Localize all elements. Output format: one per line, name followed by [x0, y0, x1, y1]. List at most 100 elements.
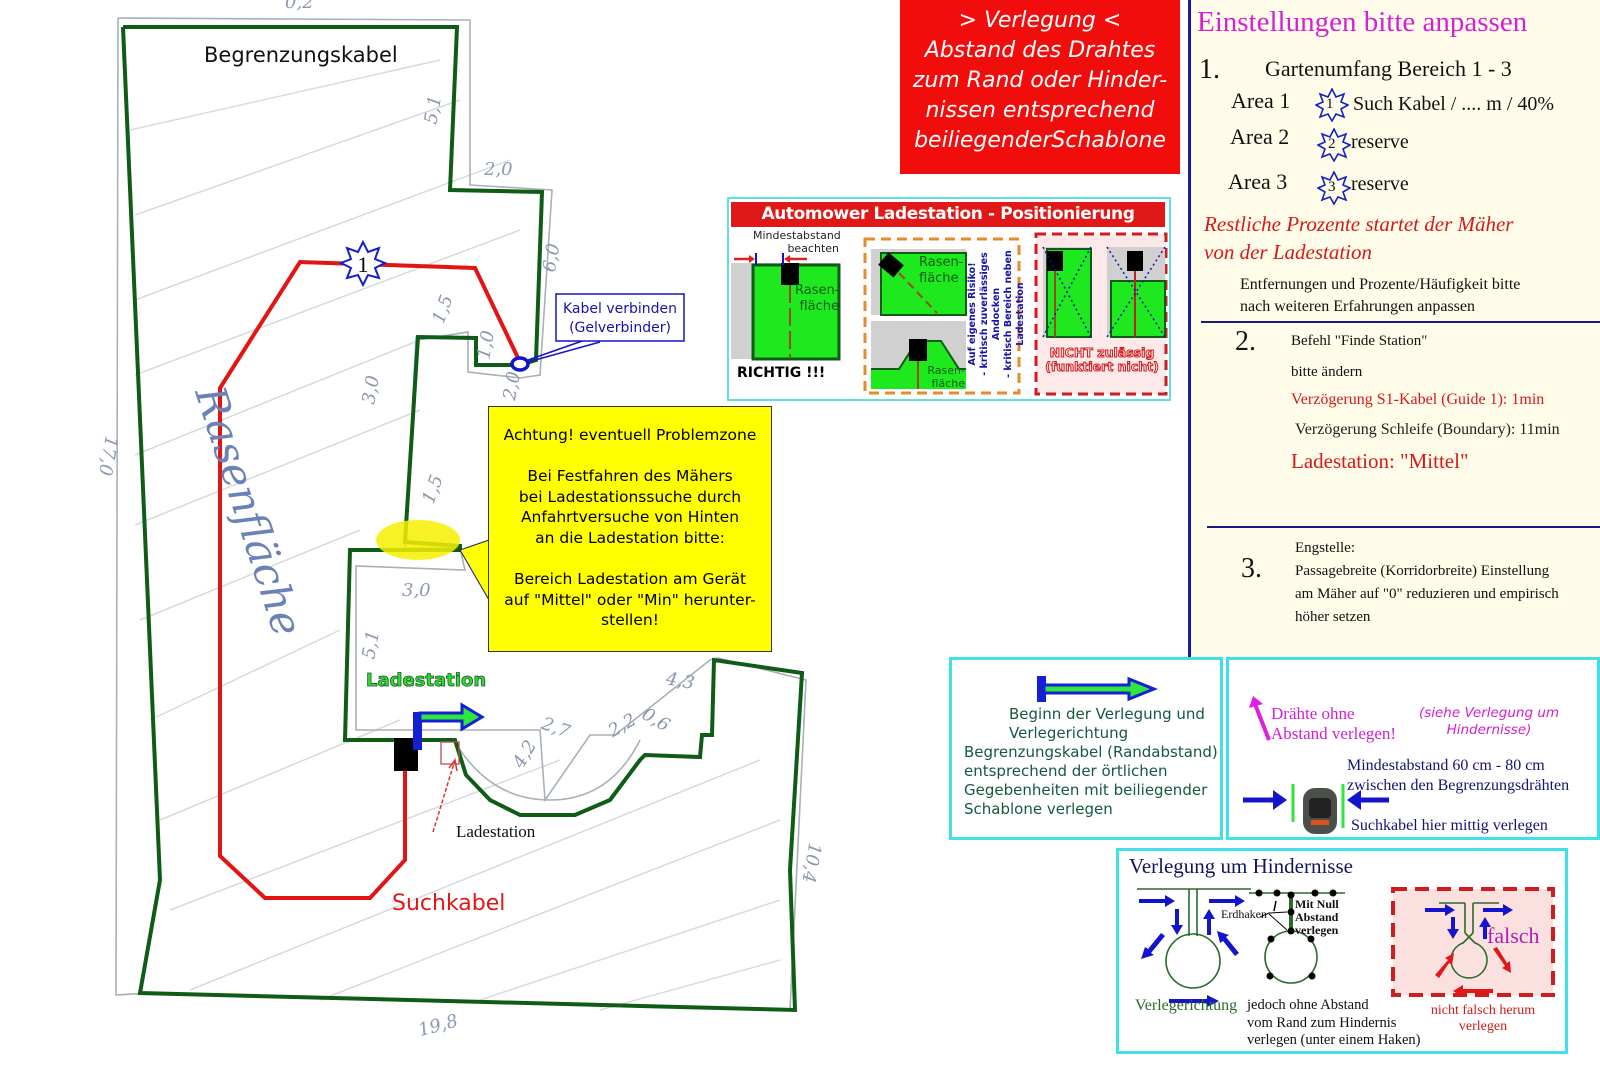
lawn-label-line1: Rasen-	[919, 255, 964, 270]
risk-line1: Auf eigenes Risiko!	[967, 262, 978, 366]
area-2-label: Area 2	[1230, 124, 1290, 149]
area-3-star-number: 3	[1328, 179, 1336, 195]
note-line: Anfahrtversuche von Hinten	[520, 508, 740, 527]
area-1-star-number: 1	[1326, 96, 1334, 112]
area-3-label: Area 3	[1228, 169, 1288, 194]
adjust-note-line1: Entfernungen und Prozente/Häufigkeit bit…	[1240, 276, 1521, 293]
svg-text:2,0: 2,0	[483, 159, 513, 180]
min-distance-line1: Mindestabstand	[753, 229, 841, 242]
red-box-line: beiliegenderSchablone	[914, 128, 1166, 153]
boundary-wire-label: Begrenzungskabel	[204, 43, 398, 67]
positioning-title: Automower Ladestation - Positionierung	[731, 202, 1165, 227]
svg-text:0,6: 0,6	[638, 704, 673, 737]
remaining-percent-line2: von der Ladestation	[1204, 240, 1372, 264]
red-box-line: > Verlegung <	[958, 8, 1122, 33]
without-gap-line1: jedoch ohne Abstand	[1247, 997, 1369, 1013]
obstacle-legend-title: Verlegung um Hindernisse	[1129, 854, 1353, 878]
lawn-handwritten-label: Rasenfläche	[185, 379, 312, 642]
remaining-percent-line1: Restliche Prozente startet der Mäher	[1204, 212, 1514, 236]
zero-distance-line3: verlegen	[1295, 923, 1339, 937]
section-divider	[1207, 526, 1600, 528]
area-1-star-icon	[1315, 88, 1349, 122]
note-line: an die Ladestation bitte:	[535, 528, 725, 547]
area-1-star-number: 1	[358, 252, 369, 277]
wrong-direction-line1: nicht falsch herum	[1430, 1003, 1536, 1018]
svg-text:19,8: 19,8	[416, 1010, 460, 1041]
lawn-label-line1: Rasen-	[795, 283, 840, 298]
without-gap-line3: verlegen (unter einem Haken)	[1247, 1032, 1421, 1048]
svg-text:2,7: 2,7	[538, 713, 574, 743]
note-line: Bereich Ladestation am Gerät	[513, 570, 747, 589]
area-3-text: reserve	[1351, 173, 1409, 195]
zero-distance-line1: Mit Null	[1295, 897, 1339, 911]
magenta-arrow-icon	[1249, 696, 1271, 741]
guide-wire	[218, 259, 522, 900]
guide-wire-label: Suchkabel	[392, 891, 505, 916]
zero-distance-line2: Abstand	[1295, 910, 1339, 924]
boundary-delay-setting: Verzögerung Schleife (Boundary): 11min	[1295, 421, 1560, 438]
svg-text:3,0: 3,0	[358, 374, 384, 406]
area-1-star-icon	[338, 239, 388, 288]
hooks-label: Erdhaken	[1221, 907, 1267, 921]
svg-text:0,2: 0,2	[285, 0, 314, 13]
see-obstacles-line2: Hindernisse)	[1446, 722, 1532, 738]
connector-pointer	[527, 339, 586, 361]
problem-zone-hotspot	[376, 520, 460, 560]
guide-delay-setting: Verzögerung S1-Kabel (Guide 1): 1min	[1291, 391, 1545, 408]
risk-line2: - kritisch zuverlässiges Andocken	[979, 252, 1002, 376]
note-line: stellen!	[601, 611, 659, 630]
min-distance-line2: zwischen den Begrenzungsdrähten	[1347, 777, 1570, 794]
area-2-star-icon	[1317, 128, 1351, 162]
svg-text:5,1: 5,1	[358, 629, 384, 661]
guide-center-label: Suchkabel hier mittig verlegen	[1351, 817, 1548, 834]
narrow-passage-line3: am Mäher auf "0" reduzieren und empirisc…	[1295, 586, 1559, 602]
svg-text:4,2: 4,2	[508, 737, 541, 773]
wires-no-gap-line1: Drähte ohne	[1271, 704, 1355, 723]
settings-title: Einstellungen bitte anpassen	[1197, 6, 1528, 38]
note-line	[489, 446, 771, 467]
svg-text:3,0: 3,0	[402, 580, 431, 601]
svg-text:2,0: 2,0	[499, 370, 525, 403]
svg-text:2,2: 2,2	[604, 709, 640, 742]
correct-label: RICHTIG !!!	[737, 365, 826, 381]
station-arrow	[432, 759, 456, 833]
lawn-label-line2: fläche	[931, 377, 965, 390]
narrow-passage-line4: höher setzen	[1295, 609, 1371, 625]
find-station-line2: bitte ändern	[1291, 364, 1363, 380]
area-2-star-number: 2	[1328, 136, 1336, 152]
section-1-number: 1.	[1199, 54, 1220, 85]
svg-text:5,1: 5,1	[421, 94, 447, 126]
station-setting: Ladestation: "Mittel"	[1291, 449, 1469, 473]
red-box-line: nissen entsprechend	[925, 98, 1155, 123]
legend-start-line: entsprechend der örtlichen	[964, 762, 1168, 780]
legend-start-line: Beginn der Verlegung und	[1009, 705, 1205, 723]
connector-circle	[510, 356, 530, 372]
station-green-label: Ladestation	[366, 670, 486, 691]
legend-start-line: Schablone verlegen	[964, 800, 1113, 818]
svg-text:1,5: 1,5	[418, 472, 448, 506]
pencil-outline	[115, 17, 807, 1011]
area-1-label: Area 1	[1231, 88, 1291, 113]
note-line: auf "Mittel" oder "Min" herunter-	[504, 590, 756, 609]
legend-start-line: Begrenzungskabel (Randabstand)	[964, 743, 1218, 761]
lawn-label-line2: fläche	[919, 271, 959, 286]
legend-start-line: Gegebenheiten mit beiliegender	[964, 781, 1208, 799]
min-distance-line2: beachten	[787, 242, 839, 255]
problem-zone-note: Achtung! eventuell Problemzone Bei Festf…	[488, 406, 772, 652]
min-distance-line1: Mindestabstand 60 cm - 80 cm	[1347, 757, 1545, 774]
settings-panel: Einstellungen bitte anpassen 1. Gartenum…	[1188, 0, 1600, 658]
section-1-heading: Gartenumfang Bereich 1 - 3	[1265, 56, 1512, 81]
find-station-line1: Befehl "Finde Station"	[1291, 333, 1428, 349]
wrong-label: falsch	[1487, 923, 1540, 948]
note-line: bei Ladestationssuche durch	[518, 487, 742, 506]
adjust-note-line2: nach weiteren Erfahrungen anpassen	[1240, 298, 1475, 315]
positioning-illustrations	[731, 232, 1168, 396]
lawn-label-line2: fläche	[799, 299, 839, 314]
connector-label-line2: (Gelverbinder)	[569, 320, 671, 336]
connector-label-line1: Kabel verbinden	[563, 301, 677, 317]
connector-label-box	[555, 293, 685, 342]
start-direction-legend: Beginn der Verlegung und Verlegerichtung…	[949, 657, 1223, 840]
legend-start-line: Verlegerichtung	[1009, 724, 1129, 742]
station-black-label: Ladestation	[456, 822, 536, 841]
